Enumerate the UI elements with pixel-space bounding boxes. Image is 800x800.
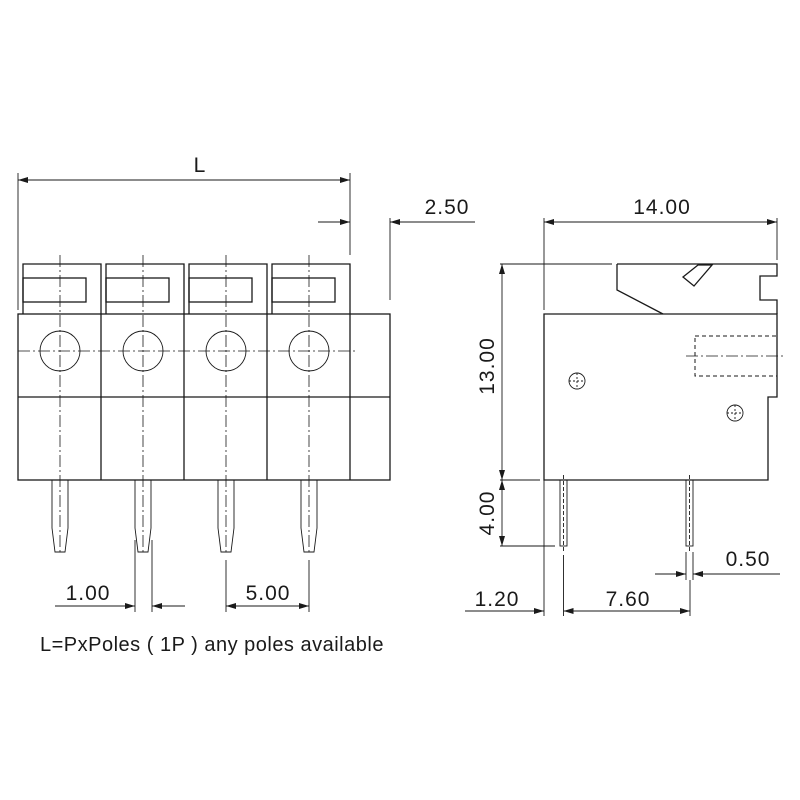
- top-lever: [617, 263, 778, 314]
- lever-slot: [105, 277, 170, 303]
- side-body: [543, 313, 778, 481]
- caption: L=PxPoles ( 1P ) any poles available: [40, 634, 384, 656]
- side-pin-2: [685, 479, 694, 547]
- pitch-label: 5.00: [246, 582, 291, 605]
- lever-slot: [22, 277, 87, 303]
- release-slot: [681, 264, 714, 287]
- locating-hole-1: [568, 372, 586, 390]
- lever-outline: [105, 263, 185, 314]
- front-dimensions: L 2.50 1.00 5.00: [17, 154, 475, 612]
- side-view: [500, 263, 785, 552]
- depth-label: 14.00: [633, 196, 691, 219]
- lever-slot: [271, 277, 336, 303]
- side-dimensions: 14.00 13.00 4.00 0.50 1.20 7.60: [465, 196, 780, 616]
- length-label: L: [194, 154, 207, 177]
- pin-thickness-label: 0.50: [726, 548, 771, 571]
- pin-offset-label: 1.20: [475, 588, 520, 611]
- locating-hole-2: [726, 404, 744, 422]
- pin-length-label: 4.00: [476, 491, 499, 536]
- side-pin-1: [559, 479, 568, 547]
- end-offset-label: 2.50: [425, 196, 470, 219]
- lever-outline: [271, 263, 351, 314]
- pin-width-label: 1.00: [66, 582, 111, 605]
- lever-slot: [188, 277, 253, 303]
- pin-spacing-label: 7.60: [606, 588, 651, 611]
- height-label: 13.00: [476, 337, 499, 395]
- lever-outline: [22, 263, 102, 314]
- front-view: [17, 255, 391, 555]
- lever-outline: [188, 263, 268, 314]
